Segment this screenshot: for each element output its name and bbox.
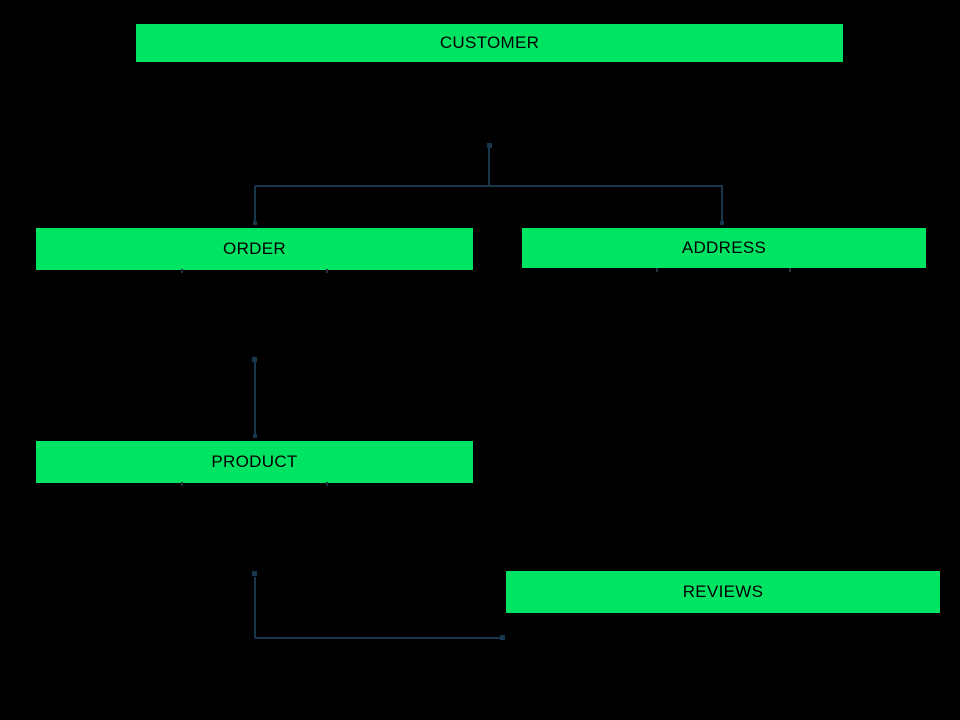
connector-endpoint-dot [252,357,257,362]
node-customer[interactable]: CUSTOMER [136,24,843,62]
connector-endpoint-dot [487,143,492,148]
connector-endpoint-dot [500,635,505,640]
connector-endpoint-dot [720,221,724,225]
connection-tick [789,268,791,272]
connection-tick [181,269,183,273]
connection-tick [181,482,183,486]
connection-tick [326,269,328,273]
connector-line [721,186,723,223]
node-product[interactable]: PRODUCT [36,441,473,483]
connector-line [488,148,490,186]
node-address-label: ADDRESS [681,238,767,257]
connector-line [254,186,256,223]
connection-tick [656,268,658,272]
connector-line [255,637,502,639]
node-order[interactable]: ORDER [36,228,473,270]
connector-line [254,577,256,638]
connector-endpoint-dot [253,434,257,438]
node-reviews[interactable]: REVIEWS [506,571,940,613]
connector-endpoint-dot [253,221,257,225]
node-reviews-label: REVIEWS [682,582,764,601]
connector-line [255,185,723,187]
connector-line [254,362,256,436]
node-order-label: ORDER [223,239,286,258]
connector-endpoint-dot [252,571,257,576]
connection-tick [326,482,328,486]
node-customer-label: CUSTOMER [439,33,540,52]
node-product-label: PRODUCT [211,452,298,471]
node-address[interactable]: ADDRESS [522,228,926,268]
